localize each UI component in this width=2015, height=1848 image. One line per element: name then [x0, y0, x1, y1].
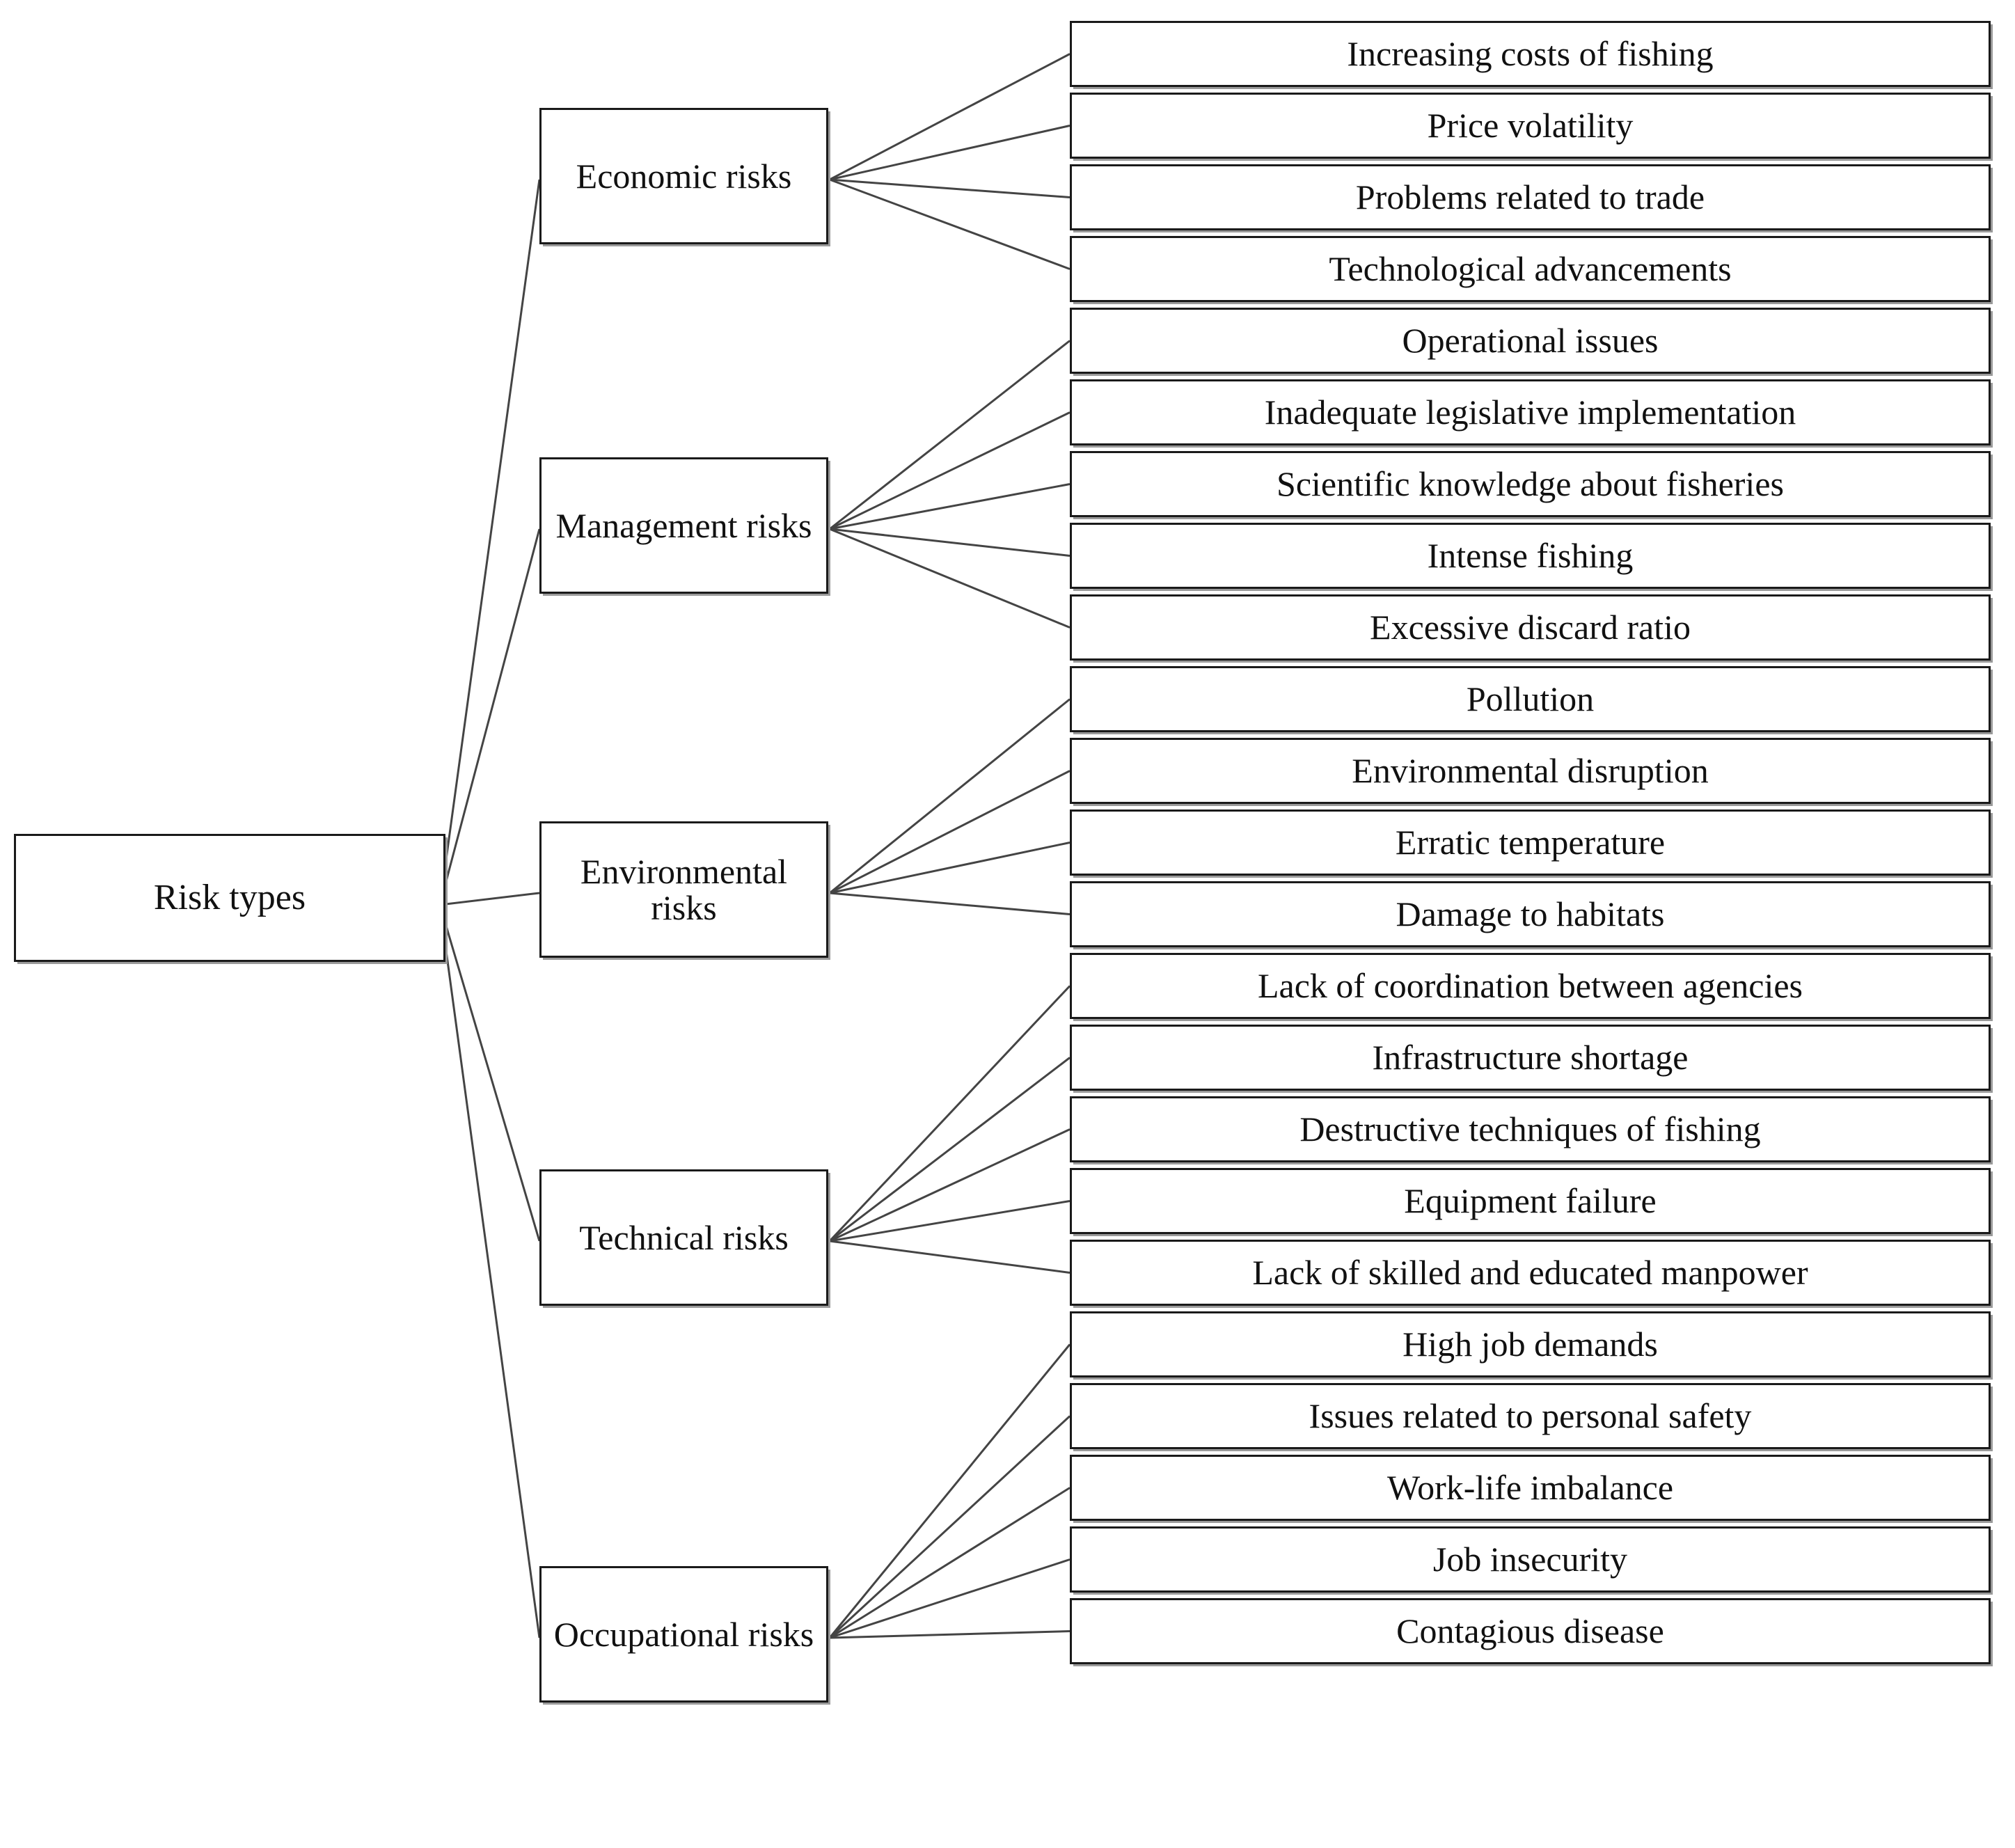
edge-cat2-to-leaf3: [829, 892, 1070, 915]
edge-cat1-to-leaf4: [829, 528, 1070, 629]
edge-cat4-to-leaf2: [829, 1487, 1070, 1639]
leaf-node-equipment-failure[interactable]: Equipment failure: [1070, 1168, 1991, 1234]
edge-cat3-to-leaf3: [829, 1200, 1070, 1242]
edge-cat2-to-leaf0: [829, 698, 1070, 894]
edge-cat4-to-leaf0: [828, 1343, 1071, 1638]
leaf-node-label: Infrastructure shortage: [1372, 1038, 1689, 1077]
category-node-technical-risks[interactable]: Technical risks: [539, 1169, 828, 1306]
leaf-node-high-job-demands[interactable]: High job demands: [1070, 1311, 1991, 1377]
leaf-node-price-volatility[interactable]: Price volatility: [1070, 93, 1991, 159]
leaf-node-label: Equipment failure: [1404, 1181, 1657, 1221]
edge-root-to-2: [439, 892, 540, 906]
leaf-node-label: Scientific knowledge about fisheries: [1277, 464, 1784, 504]
leaf-node-label: Increasing costs of fishing: [1347, 34, 1714, 74]
leaf-node-work-life-imbalance[interactable]: Work-life imbalance: [1070, 1455, 1991, 1521]
edge-cat2-to-leaf2: [829, 842, 1070, 894]
leaf-node-label: Job insecurity: [1432, 1540, 1628, 1579]
leaf-node-increasing-costs-of-fishing[interactable]: Increasing costs of fishing: [1070, 21, 1991, 87]
edge-root-to-3: [438, 904, 541, 1242]
category-node-label: Management risks: [555, 505, 812, 545]
leaf-node-excessive-discard-ratio[interactable]: Excessive discard ratio: [1070, 594, 1991, 661]
leaf-node-technological-advancements[interactable]: Technological advancements: [1070, 236, 1991, 302]
edge-cat1-to-leaf0: [829, 340, 1070, 530]
leaf-node-intense-fishing[interactable]: Intense fishing: [1070, 523, 1991, 589]
leaf-node-label: Erratic temperature: [1395, 823, 1666, 862]
leaf-node-label: Price volatility: [1427, 106, 1634, 145]
edge-root-to-1: [438, 528, 541, 906]
edge-cat3-to-leaf0: [828, 985, 1071, 1242]
edge-cat0-to-leaf1: [829, 125, 1070, 181]
leaf-node-issues-related-to-personal-safety[interactable]: Issues related to personal safety: [1070, 1383, 1991, 1449]
leaf-node-problems-related-to-trade[interactable]: Problems related to trade: [1070, 164, 1991, 230]
category-node-management-risks[interactable]: Management risks: [539, 457, 828, 594]
leaf-node-environmental-disruption[interactable]: Environmental disruption: [1070, 738, 1991, 804]
category-node-label: Economic risks: [576, 156, 792, 196]
leaf-node-destructive-techniques-of-fishing[interactable]: Destructive techniques of fishing: [1070, 1096, 1991, 1162]
leaf-node-scientific-knowledge-about-fisheries[interactable]: Scientific knowledge about fisheries: [1070, 451, 1991, 517]
leaf-node-label: Intense fishing: [1427, 536, 1634, 576]
edge-cat3-to-leaf2: [829, 1128, 1070, 1242]
edge-cat4-to-leaf1: [828, 1415, 1071, 1639]
leaf-node-label: Operational issues: [1402, 321, 1659, 361]
leaf-node-label: Lack of coordination between agencies: [1258, 966, 1803, 1006]
edge-cat2-to-leaf1: [829, 770, 1070, 894]
category-node-label: Occupational risks: [553, 1614, 814, 1654]
edge-cat1-to-leaf2: [829, 483, 1070, 530]
edge-cat4-to-leaf3: [829, 1558, 1070, 1639]
leaf-node-pollution[interactable]: Pollution: [1070, 666, 1991, 732]
leaf-node-inadequate-legislative-implementation[interactable]: Inadequate legislative implementation: [1070, 379, 1991, 445]
leaf-node-label: Technological advancements: [1329, 249, 1732, 289]
edge-root-to-0: [438, 179, 541, 906]
edge-cat3-to-leaf4: [829, 1240, 1070, 1274]
leaf-node-label: High job demands: [1402, 1325, 1658, 1364]
edge-root-to-4: [438, 904, 541, 1638]
leaf-node-contagious-disease[interactable]: Contagious disease: [1070, 1598, 1991, 1664]
root-node-label: Risk types: [153, 877, 306, 917]
leaf-node-label: Issues related to personal safety: [1309, 1396, 1752, 1436]
leaf-node-infrastructure-shortage[interactable]: Infrastructure shortage: [1070, 1025, 1991, 1091]
edge-cat3-to-leaf1: [829, 1057, 1070, 1242]
edge-cat0-to-leaf3: [829, 178, 1070, 270]
category-node-occupational-risks[interactable]: Occupational risks: [539, 1566, 828, 1703]
leaf-node-damage-to-habitats[interactable]: Damage to habitats: [1070, 881, 1991, 947]
leaf-node-label: Pollution: [1466, 679, 1595, 719]
root-node-risk-types[interactable]: Risk types: [14, 834, 445, 962]
edge-cat0-to-leaf2: [829, 178, 1070, 198]
leaf-node-label: Damage to habitats: [1396, 894, 1665, 934]
edge-cat1-to-leaf3: [829, 528, 1070, 557]
leaf-node-label: Lack of skilled and educated manpower: [1252, 1253, 1808, 1293]
leaf-node-lack-of-coordination-between-agencies[interactable]: Lack of coordination between agencies: [1070, 953, 1991, 1019]
leaf-node-label: Excessive discard ratio: [1370, 608, 1691, 647]
category-node-label: Environmental risks: [580, 851, 788, 927]
leaf-node-lack-of-skilled-and-educated-manpower[interactable]: Lack of skilled and educated manpower: [1070, 1240, 1991, 1306]
leaf-node-label: Environmental disruption: [1352, 751, 1709, 791]
edge-cat0-to-leaf0: [829, 53, 1070, 181]
leaf-node-job-insecurity[interactable]: Job insecurity: [1070, 1526, 1991, 1593]
leaf-node-label: Work-life imbalance: [1386, 1468, 1674, 1508]
leaf-node-operational-issues[interactable]: Operational issues: [1070, 308, 1991, 374]
edge-cat4-to-leaf4: [829, 1630, 1070, 1639]
leaf-node-label: Problems related to trade: [1355, 177, 1705, 217]
leaf-node-erratic-temperature[interactable]: Erratic temperature: [1070, 810, 1991, 876]
edge-cat1-to-leaf1: [829, 411, 1070, 530]
category-node-environmental-risks[interactable]: Environmental risks: [539, 821, 828, 958]
leaf-node-label: Inadequate legislative implementation: [1264, 393, 1796, 432]
category-node-economic-risks[interactable]: Economic risks: [539, 108, 828, 244]
leaf-node-label: Contagious disease: [1396, 1611, 1664, 1651]
category-node-label: Technical risks: [579, 1217, 789, 1257]
leaf-node-label: Destructive techniques of fishing: [1299, 1109, 1761, 1149]
